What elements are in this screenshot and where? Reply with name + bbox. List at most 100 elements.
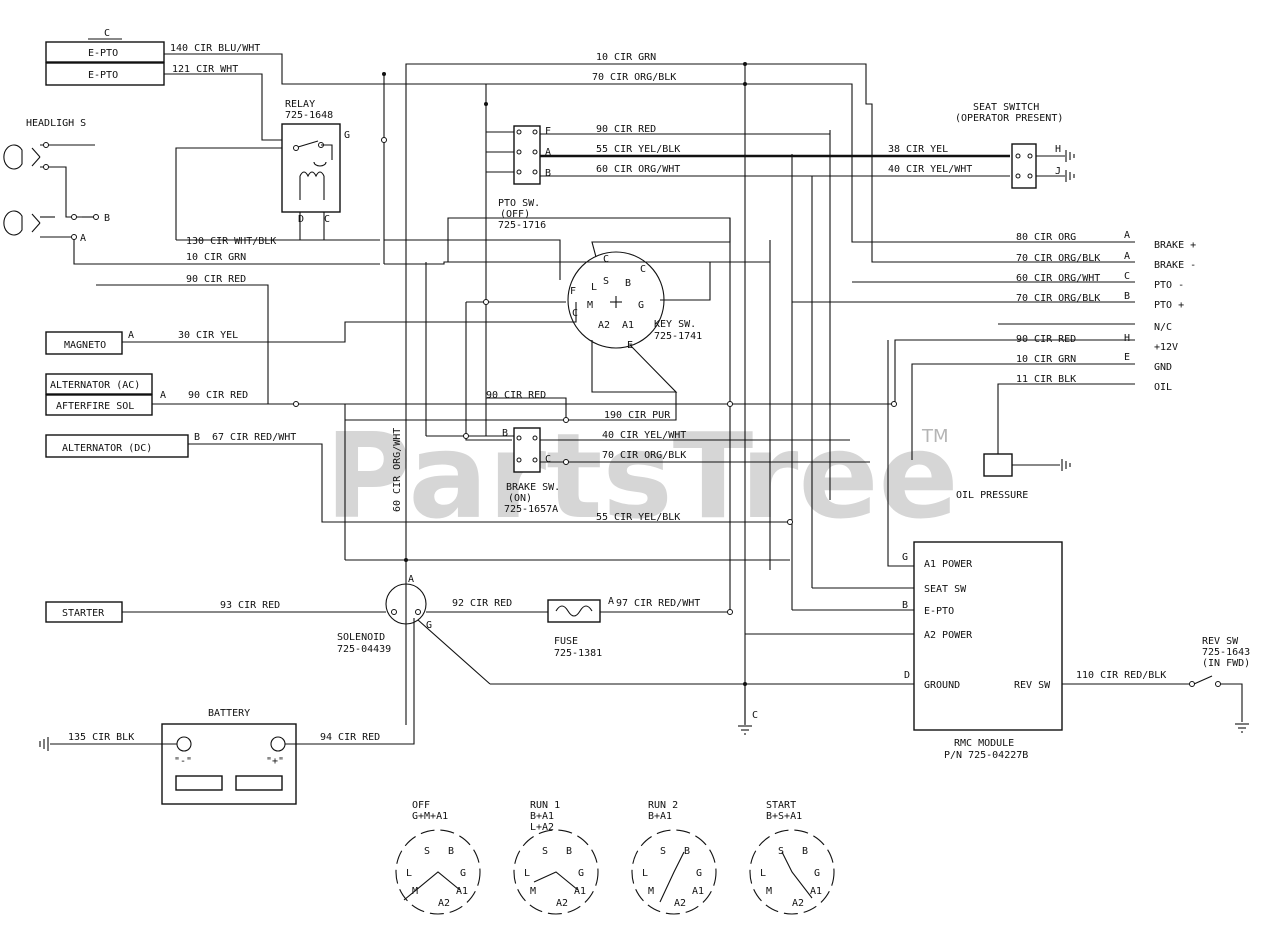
rmc-pin-a2-power: A2 POWER xyxy=(924,630,973,641)
key-dial-terminal: L xyxy=(642,868,648,879)
top-c-label: C xyxy=(104,28,110,39)
wire-label-67: 67 CIR RED/WHT xyxy=(212,432,296,443)
key-sw-term-g: G xyxy=(638,300,644,311)
headlight-icon-1 xyxy=(3,144,23,170)
alternator-ac-label: ALTERNATOR (AC) xyxy=(50,380,140,391)
key-dial-terminal: A2 xyxy=(792,898,804,909)
relay-pin-d: D xyxy=(298,214,304,225)
wire-label-90-left: 90 CIR RED xyxy=(186,274,246,285)
wire-label-110: 110 CIR RED/BLK xyxy=(1076,670,1166,681)
key-position-title: START xyxy=(766,800,796,811)
key-dial-terminal: G xyxy=(578,868,584,879)
ground-icon-oil xyxy=(1061,459,1071,471)
wire-label-38: 38 CIR YEL xyxy=(888,144,948,155)
brake-pin-b: B xyxy=(502,428,508,439)
key-dial-terminal: G xyxy=(460,868,466,879)
rmc-pin-rev-sw: REV SW xyxy=(1014,680,1051,691)
headlight-pin-b: B xyxy=(104,213,110,224)
e-pto-label-1: E-PTO xyxy=(88,48,118,59)
wire-label-135: 135 CIR BLK xyxy=(68,732,134,743)
oil-pressure-label: OIL PRESSURE xyxy=(956,490,1028,501)
brake-switch-name: BRAKE SW. xyxy=(506,482,560,493)
key-position-title: OFF xyxy=(412,800,430,811)
key-dial xyxy=(749,829,835,915)
pto-switch-name: PTO SW. xyxy=(498,198,540,209)
junction-dots xyxy=(293,62,793,686)
key-dial-terminal: A1 xyxy=(692,886,704,897)
wire-label-121: 121 CIR WHT xyxy=(172,64,238,75)
brake-switch-pn: 725-1657A xyxy=(504,504,558,515)
key-dial-terminal: S xyxy=(660,846,666,857)
conn-label-brake-minus: BRAKE - xyxy=(1154,260,1196,271)
key-position-combo: B+A1 xyxy=(648,811,672,822)
pto-pin-a: A xyxy=(545,147,551,158)
key-dial-terminal: S xyxy=(542,846,548,857)
key-dial-terminal: B xyxy=(802,846,808,857)
solenoid-pin-a: A xyxy=(408,574,414,585)
key-dial xyxy=(395,829,481,915)
key-dial-terminal: M xyxy=(766,886,772,897)
solenoid-pin-g: G xyxy=(426,620,432,631)
rmc-letter-d: D xyxy=(904,670,910,681)
wire-label-90-brake: 90 CIR RED xyxy=(486,390,546,401)
rmc-pin-e-pto: E-PTO xyxy=(924,606,954,617)
oil-pressure-sensor xyxy=(983,453,1013,477)
conn-pin-2: A xyxy=(1124,251,1130,262)
fuse-pin-a: A xyxy=(608,596,614,607)
afterfire-sol-label: AFTERFIRE SOL xyxy=(56,401,134,412)
afterfire-sol-block xyxy=(45,394,153,416)
key-dial-pointer xyxy=(403,871,461,901)
pto-switch-pn: 725-1716 xyxy=(498,220,546,231)
key-sw-term-c2: C xyxy=(640,264,646,275)
key-dial-terminal: A2 xyxy=(674,898,686,909)
conn-wire-70a: 70 CIR ORG/BLK xyxy=(1016,253,1100,264)
key-dial-terminal: A1 xyxy=(456,886,468,897)
watermark-tm: TM xyxy=(921,426,949,447)
fuse-body xyxy=(547,599,601,623)
rmc-letter-b: B xyxy=(902,600,908,611)
seat-switch-state: (OPERATOR PRESENT) xyxy=(955,113,1063,124)
conn-pin-4: B xyxy=(1124,291,1130,302)
conn-pin-5: H xyxy=(1124,333,1130,344)
conn-wire-80: 80 CIR ORG xyxy=(1016,232,1076,243)
e-pto-label-2: E-PTO xyxy=(88,70,118,81)
wire-label-60-vert: 60 CIR ORG/WHT xyxy=(392,428,403,512)
brake-switch-state: (ON) xyxy=(508,493,532,504)
fuse-name: FUSE xyxy=(554,636,578,647)
wire-label-10-top: 10 CIR GRN xyxy=(596,52,656,63)
alternator-ac-block xyxy=(45,373,153,395)
wire-label-97: 97 CIR RED/WHT xyxy=(616,598,700,609)
solenoid-body xyxy=(385,583,427,625)
conn-label-brake-plus: BRAKE + xyxy=(1154,240,1196,251)
seat-switch-name: SEAT SWITCH xyxy=(973,102,1039,113)
brake-switch-body xyxy=(513,427,541,473)
wire-label-70-top: 70 CIR ORG/BLK xyxy=(592,72,676,83)
key-dial-terminal: M xyxy=(648,886,654,897)
key-switch-name: KEY SW. xyxy=(654,319,696,330)
wire-label-40-brake: 40 CIR YEL/WHT xyxy=(602,430,686,441)
pto-pin-b: B xyxy=(545,168,551,179)
conn-wire-10: 10 CIR GRN xyxy=(1016,354,1076,365)
ground-icon-battery xyxy=(39,737,49,751)
wire-label-60-pto: 60 CIR ORG/WHT xyxy=(596,164,680,175)
rmc-letter-g: G xyxy=(902,552,908,563)
headlights-label: HEADLIGH S xyxy=(26,118,86,129)
key-dial-terminal: L xyxy=(524,868,530,879)
watermark: PartsTree xyxy=(325,407,959,545)
key-dial-terminal: B xyxy=(684,846,690,857)
magneto-pin-a: A xyxy=(128,330,134,341)
rev-switch-name: REV SW xyxy=(1202,636,1239,647)
alternator-dc-pin-b: B xyxy=(194,432,200,443)
seat-pin-j: J xyxy=(1055,166,1061,177)
rmc-pin-ground: GROUND xyxy=(924,680,960,691)
ground-icon-rev xyxy=(1235,723,1249,733)
wire-label-93: 93 CIR RED xyxy=(220,600,280,611)
battery-neg-label: "-" xyxy=(174,756,192,767)
key-sw-term-s: S xyxy=(603,276,609,287)
key-position-combo: G+M+A1 xyxy=(412,811,448,822)
